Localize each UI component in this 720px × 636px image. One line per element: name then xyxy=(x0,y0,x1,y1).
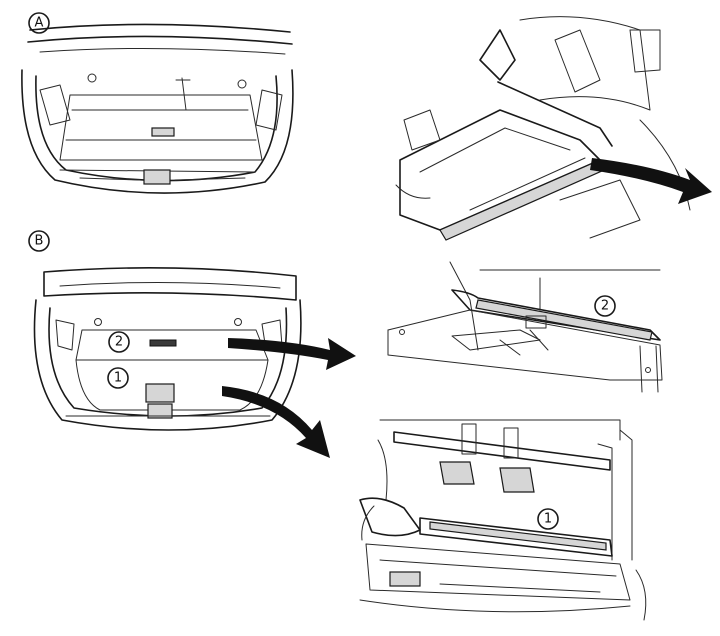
section-a-text: A xyxy=(35,16,44,31)
panel-b3-part-1-detail xyxy=(359,419,647,621)
part-1-text-b: 1 xyxy=(114,371,122,386)
arrow-out-right xyxy=(590,158,712,204)
part-1-label-b: 1 xyxy=(107,367,129,389)
part-2-label-b: 2 xyxy=(108,331,130,353)
part-2-label-detail: 2 xyxy=(594,295,616,317)
section-b-text: B xyxy=(35,234,44,249)
part-2-text-detail: 2 xyxy=(601,299,609,314)
arrow-to-part-2 xyxy=(228,338,356,370)
panel-b2-part-2-detail xyxy=(387,261,663,393)
panel-a-trunk-rear-view xyxy=(21,23,294,194)
part-1-label-detail: 1 xyxy=(537,508,559,530)
arrow-to-part-1 xyxy=(222,386,330,458)
section-b-label: B xyxy=(28,230,50,252)
panel-b-trunk-parts xyxy=(33,267,356,458)
panel-a2-cover-removal xyxy=(395,16,712,241)
part-2-text-b: 2 xyxy=(115,335,123,350)
section-a-label: A xyxy=(28,12,50,34)
part-1-text-detail: 1 xyxy=(544,512,552,527)
